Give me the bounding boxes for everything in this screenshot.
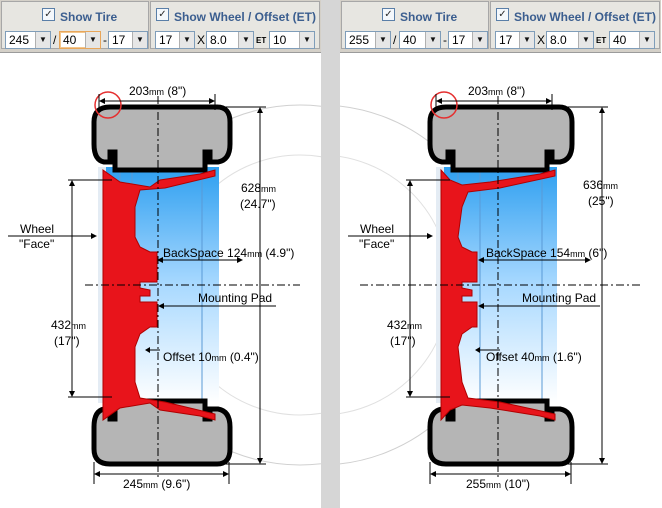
overall-diameter-mm: 636mm [583,178,618,192]
highlight-circle [94,91,122,119]
left-wheel-diameter-select[interactable]: 17 ▼ [155,31,195,49]
left-aspect-ratio-select[interactable]: 40 ▼ [59,31,101,49]
right-show-wheel-label: Show Wheel / Offset (ET) [514,10,657,24]
chevron-down-icon: ▼ [179,32,194,48]
left-wheel-section: ✓ Show Wheel / Offset (ET) 17 ▼ X 8.0 ▼ … [150,1,320,49]
left-tire-width-value: 245 [9,33,30,47]
left-slash-separator: / [53,33,57,47]
panel-divider [321,0,340,508]
right-wheel-width-value: 8.0 [550,33,567,47]
right-wheel-width-select[interactable]: 8.0 ▼ [546,31,594,49]
left-offset-select[interactable]: 10 ▼ [269,31,315,49]
tire-width-label: 245mm (9.6") [123,477,190,491]
left-wheel-diagram: 203mm (8") 628mm (24.7") 432mm (17") Whe… [8,84,321,491]
overall-diameter-in: (25") [588,194,614,208]
right-wheel-section: ✓ Show Wheel / Offset (ET) 17 ▼ X 8.0 ▼ … [490,1,660,49]
left-control-bar: ✓ Show Tire 245 ▼ / 40 ▼ - 17 ▼ ✓ Show W… [0,0,321,53]
left-wheel-diameter-value: 17 [159,33,173,47]
right-tire-width-select[interactable]: 255 ▼ [345,31,391,49]
left-show-tire-label: Show Tire [60,10,118,24]
right-offset-select[interactable]: 40 ▼ [609,31,655,49]
left-et-label: ET [256,36,267,45]
left-show-tire-checkbox[interactable]: ✓ [42,8,55,21]
highlight-circle [430,91,458,119]
left-tire-width-select[interactable]: 245 ▼ [5,31,51,49]
right-tire-section: ✓ Show Tire 255 ▼ / 40 ▼ - 17 ▼ [341,1,489,49]
right-aspect-ratio-select[interactable]: 40 ▼ [399,31,441,49]
right-show-wheel-checkbox[interactable]: ✓ [496,8,509,21]
chevron-down-icon: ▼ [238,32,253,48]
right-slash-separator: / [393,33,397,47]
left-wheel-width-select[interactable]: 8.0 ▼ [206,31,254,49]
right-tire-rim-value: 17 [452,33,466,47]
rim-diameter-mm: 432mm [387,318,422,332]
chevron-down-icon: ▼ [639,32,654,48]
chevron-down-icon: ▼ [519,32,534,48]
wheel-face-label-line1: Wheel [20,222,54,236]
left-aspect-ratio-value: 40 [63,33,77,47]
section-width-label: 203mm (8") [129,84,186,98]
mounting-pad-label: Mounting Pad [198,291,272,305]
tire-width-label: 255mm (10") [466,477,530,491]
right-aspect-ratio-value: 40 [403,33,417,47]
chevron-down-icon: ▼ [85,32,100,48]
left-x-separator: X [197,33,206,47]
left-tire-section: ✓ Show Tire 245 ▼ / 40 ▼ - 17 ▼ [1,1,149,49]
left-show-wheel-label: Show Wheel / Offset (ET) [174,10,317,24]
chevron-down-icon: ▼ [375,32,390,48]
chevron-down-icon: ▼ [425,32,440,48]
offset-label: Offset 40mm (1.6") [486,350,582,364]
section-width-label: 203mm (8") [468,84,525,98]
left-show-wheel-checkbox[interactable]: ✓ [156,8,169,21]
right-wheel-diameter-select[interactable]: 17 ▼ [495,31,535,49]
wheel-profile [102,169,216,421]
backspace-label: BackSpace 154mm (6") [486,246,607,260]
rim-diameter-in: (17") [54,334,80,348]
rim-diameter-in: (17") [390,334,416,348]
bottom-tire-section [427,398,575,467]
wheel-face-label-line2: "Face" [19,237,54,251]
wheel-profile [440,168,556,422]
rim-diameter-mm: 432mm [51,318,86,332]
right-dash-separator: - [443,33,447,47]
left-dash-separator: - [103,33,107,47]
right-tire-width-value: 255 [349,33,370,47]
chevron-down-icon: ▼ [299,32,314,48]
backspace-label: BackSpace 124mm (4.9") [163,246,294,260]
left-wheel-width-value: 8.0 [210,33,227,47]
chevron-down-icon: ▼ [132,32,147,48]
top-tire-section [427,104,575,173]
right-et-label: ET [596,36,607,45]
bottom-tire-section [91,398,233,467]
right-comparison-panel: ✓ Show Tire 255 ▼ / 40 ▼ - 17 ▼ ✓ Show W… [340,0,661,508]
left-comparison-panel: ✓ Show Tire 245 ▼ / 40 ▼ - 17 ▼ ✓ Show W… [0,0,321,508]
top-tire-section [91,104,233,173]
chevron-down-icon: ▼ [578,32,593,48]
mounting-pad-label: Mounting Pad [522,291,596,305]
right-show-tire-checkbox[interactable]: ✓ [382,8,395,21]
overall-diameter-mm: 628mm [241,181,276,195]
left-tire-rim-select[interactable]: 17 ▼ [108,31,148,49]
wheel-face-label-line1: Wheel [360,222,394,236]
left-tire-rim-value: 17 [112,33,126,47]
right-tire-rim-select[interactable]: 17 ▼ [448,31,488,49]
left-offset-value: 10 [273,33,287,47]
right-show-tire-label: Show Tire [400,10,458,24]
right-offset-value: 40 [613,33,627,47]
chevron-down-icon: ▼ [35,32,50,48]
right-x-separator: X [537,33,546,47]
right-wheel-diameter-value: 17 [499,33,513,47]
chevron-down-icon: ▼ [472,32,487,48]
offset-label: Offset 10mm (0.4") [163,350,259,364]
overall-diameter-in: (24.7") [240,197,276,211]
right-control-bar: ✓ Show Tire 255 ▼ / 40 ▼ - 17 ▼ ✓ Show W… [340,0,661,53]
wheel-face-label-line2: "Face" [359,237,394,251]
right-wheel-diagram: 203mm (8") 636mm (25") 432mm (17") Wheel… [340,84,640,491]
